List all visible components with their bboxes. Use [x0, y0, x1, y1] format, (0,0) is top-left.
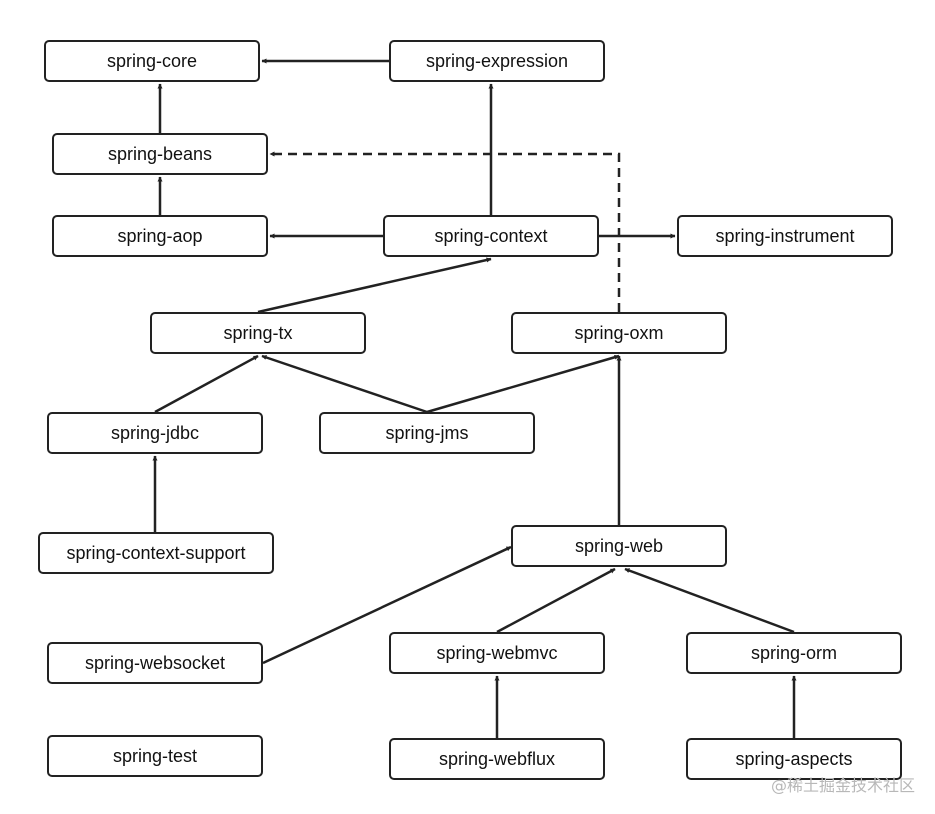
node-spring-webmvc: spring-webmvc: [389, 632, 605, 674]
edge-webmvc-to-web: [496, 567, 616, 634]
node-spring-core: spring-core: [44, 40, 260, 82]
node-spring-orm: spring-orm: [686, 632, 902, 674]
node-spring-tx: spring-tx: [150, 312, 366, 354]
edge-jms-to-tx: [261, 354, 428, 414]
edge-websocket-to-web: [262, 545, 512, 665]
edge-tx-to-context: [257, 257, 492, 314]
node-spring-instrument: spring-instrument: [677, 215, 893, 257]
node-spring-context: spring-context: [383, 215, 599, 257]
node-spring-context-support: spring-context-support: [38, 532, 274, 574]
node-spring-webflux: spring-webflux: [389, 738, 605, 780]
edge-jdbc-to-tx: [154, 354, 259, 414]
node-spring-test: spring-test: [47, 735, 263, 777]
node-spring-websocket: spring-websocket: [47, 642, 263, 684]
node-spring-jms: spring-jms: [319, 412, 535, 454]
node-spring-expression: spring-expression: [389, 40, 605, 82]
edge-oxm-to-beans: [269, 151, 621, 312]
node-spring-jdbc: spring-jdbc: [47, 412, 263, 454]
watermark: @稀土掘金技术社区: [770, 776, 915, 795]
node-spring-aop: spring-aop: [52, 215, 268, 257]
node-spring-beans: spring-beans: [52, 133, 268, 175]
node-spring-web: spring-web: [511, 525, 727, 567]
edge-jms-to-oxm: [426, 354, 620, 414]
node-spring-aspects: spring-aspects: [686, 738, 902, 780]
node-spring-oxm: spring-oxm: [511, 312, 727, 354]
edge-orm-to-web: [624, 567, 795, 634]
